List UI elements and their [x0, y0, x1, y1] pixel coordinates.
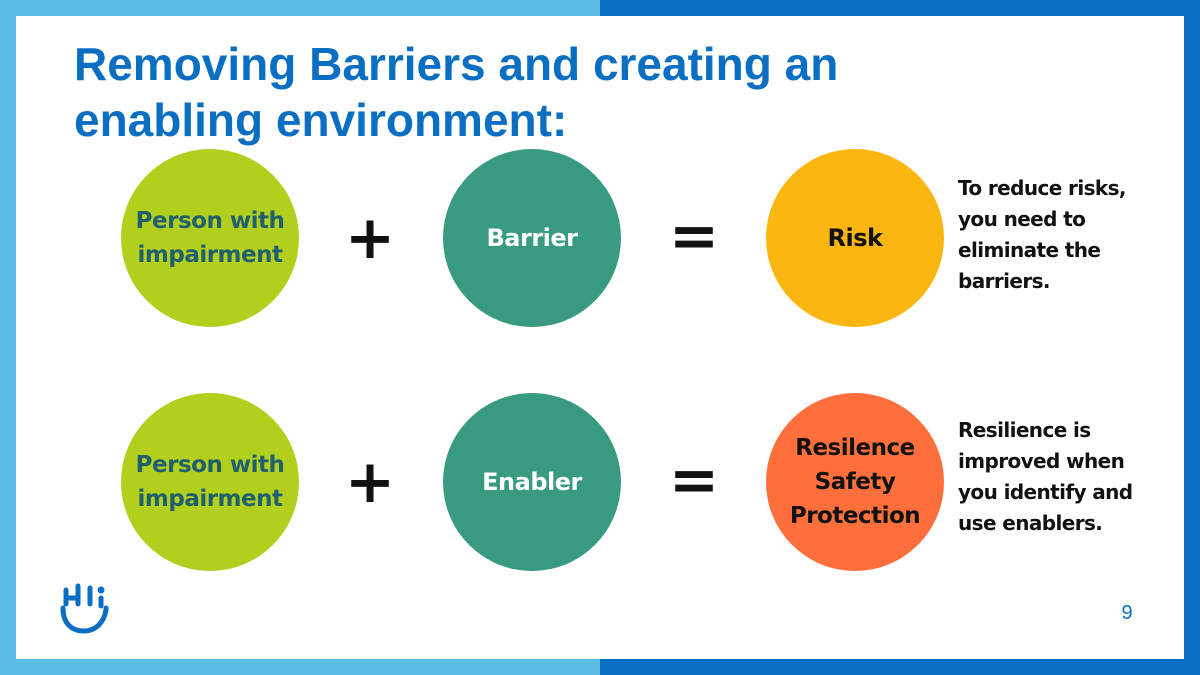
risk-note: To reduce risks, you need to eliminate t… [958, 173, 1158, 297]
circle-label-line: Barrier [486, 224, 579, 252]
risk-circle: Risk [766, 149, 944, 327]
slide-title: Removing Barriers and creating an enabli… [74, 36, 1074, 148]
note-line: Resilience is [958, 418, 1091, 442]
frame-band-right [1184, 0, 1200, 675]
note-line: improved when [958, 449, 1125, 473]
note-line: To reduce risks, [958, 176, 1126, 200]
person-with-impairment-circle: Person with impairment [121, 149, 299, 327]
enabler-circle: Enabler [443, 393, 621, 571]
person-with-impairment-circle: Person with impairment [121, 393, 299, 571]
circle-label-line: Safety [814, 469, 896, 495]
note-line: you identify and [958, 480, 1133, 504]
note-line: barriers. [958, 269, 1051, 293]
frame-band-left [0, 0, 16, 675]
page-number: 9 [1121, 602, 1133, 624]
plus-sign: + [344, 447, 396, 517]
slide-title-line-2: enabling environment: [74, 94, 568, 146]
circle-label-line: Person with [135, 208, 285, 234]
barrier-circle: Barrier [443, 149, 621, 327]
frame-band-bottom-right [600, 659, 1200, 675]
circle-label-line: impairment [137, 486, 284, 512]
circle-label-line: Protection [789, 503, 921, 529]
equals-sign: = [668, 201, 720, 271]
equals-sign: = [668, 445, 720, 515]
note-line: use enablers. [958, 511, 1103, 535]
circle-label-line: Person with [135, 452, 285, 478]
slide-title-line-1: Removing Barriers and creating an [74, 38, 839, 90]
note-line: eliminate the [958, 238, 1101, 262]
hi-hand-logo-icon [60, 583, 109, 634]
note-line: you need to [958, 207, 1086, 231]
plus-sign: + [344, 203, 396, 273]
resilience-note: Resilience is improved when you identify… [958, 415, 1158, 539]
circle-label-line: impairment [137, 242, 284, 268]
circle-label-line: Risk [827, 224, 883, 252]
circle-label-line: Enabler [482, 468, 582, 496]
frame-band-top-left [0, 0, 600, 16]
circle-label-line: Resilence [795, 435, 915, 461]
frame-band-bottom-left [0, 659, 600, 675]
resilience-circle: Resilence Safety Protection [766, 393, 944, 571]
frame-band-top-right [600, 0, 1200, 16]
